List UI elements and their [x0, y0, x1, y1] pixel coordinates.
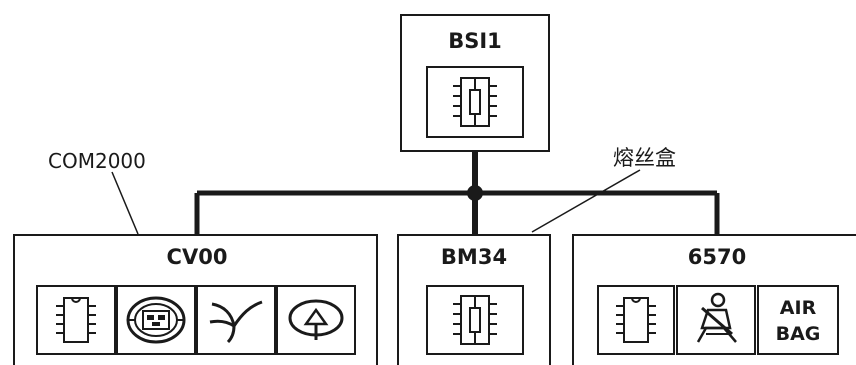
horn-icon: [288, 299, 344, 340]
unit-bsi1: BSI1: [400, 14, 550, 152]
seatbelt-icon: [696, 292, 737, 343]
cv00-icon-frame-3: [196, 285, 276, 355]
airbag-module-icon: [126, 296, 186, 344]
chip-fuse-icon: [453, 77, 497, 127]
unit-6570: 6570 AIR BAG: [572, 234, 856, 365]
bus-lines: [194, 150, 720, 235]
chip-fuse-icon: [453, 295, 497, 345]
com2000-label: COM2000: [48, 149, 146, 173]
unit-cv00: CV00: [13, 234, 378, 365]
unit-bm34-label: BM34: [441, 245, 507, 269]
chip-icon: [56, 297, 96, 343]
fuse-box-label: 熔丝盒: [613, 146, 676, 170]
unit-cv00-label: CV00: [167, 245, 228, 269]
airbag-text-line-1: AIR: [780, 297, 817, 319]
airbag-text-line-2: BAG: [776, 323, 821, 345]
junction-node: [467, 185, 483, 201]
wiper-icon: [209, 300, 263, 344]
chip-icon: [616, 297, 656, 343]
com2000-leader: [111, 171, 139, 235]
airbag-text-icon: AIR BAG: [776, 297, 821, 345]
unit-6570-label: 6570: [688, 245, 746, 269]
unit-bm34: BM34: [397, 234, 551, 365]
fuse-box-leader: [531, 169, 641, 233]
unit-bsi1-label: BSI1: [448, 29, 502, 53]
6570-icon-frame-1: [597, 285, 675, 355]
6570-icon-frame-3: [757, 285, 839, 355]
cv00-icon-frame-1: [36, 285, 116, 355]
